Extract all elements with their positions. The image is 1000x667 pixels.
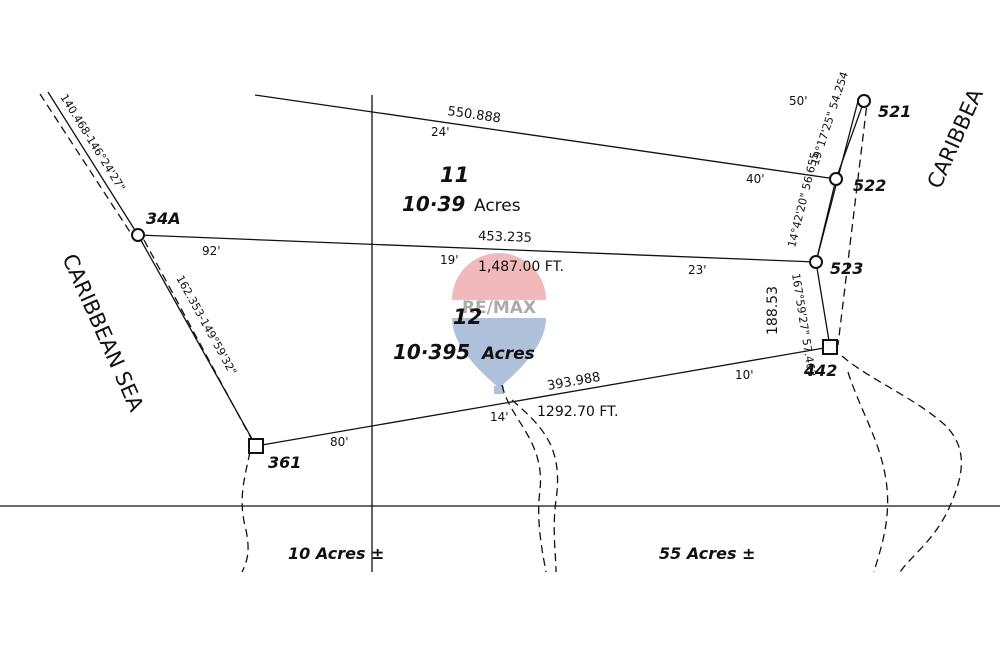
boundary-west-upper-line bbox=[47, 91, 139, 236]
shoreline-west-lower bbox=[143, 239, 253, 441]
caribbean-sea-east-label: CARIBBEA bbox=[923, 85, 988, 192]
distance-east-522-523: 14°42'20" 56.655 bbox=[785, 151, 821, 249]
distance-west-lower: 162.353-149°59'32" bbox=[173, 273, 239, 377]
monument-442-icon bbox=[822, 339, 838, 355]
monument-361-label: 361 bbox=[268, 453, 301, 472]
angle-24: 24' bbox=[431, 125, 450, 139]
monument-522-icon bbox=[829, 172, 843, 186]
monument-523-icon bbox=[809, 255, 823, 269]
lot-12-acres: 10·395 bbox=[393, 340, 470, 364]
distance-top: 550.888 bbox=[446, 104, 501, 126]
shoreline-south-361 bbox=[241, 451, 251, 573]
lot-11-number: 11 bbox=[440, 163, 469, 187]
shoreline-east-442 bbox=[841, 355, 963, 573]
angle-14: 14' bbox=[490, 410, 509, 424]
distance-middle: 453.235 bbox=[478, 229, 532, 246]
lot-12-acres-unit: Acres bbox=[480, 344, 535, 364]
shoreline-east-inner bbox=[847, 371, 889, 573]
lot-11-acres: 10·39 bbox=[402, 192, 465, 216]
boundary-bottom-line bbox=[255, 346, 831, 447]
parcel-left-acres: 10 Acres ± bbox=[288, 544, 384, 563]
lot-11-acres-unit: Acres bbox=[474, 196, 521, 216]
monument-34a-icon bbox=[131, 228, 145, 242]
angle-19: 19' bbox=[440, 253, 459, 267]
distance-bottom: 393.988 bbox=[546, 370, 602, 394]
boundary-east-523-442 bbox=[815, 261, 831, 348]
watercourse-right bbox=[511, 399, 559, 573]
boundary-west-line bbox=[137, 234, 257, 447]
angle-80: 80' bbox=[330, 435, 349, 449]
monument-442-label: 442 bbox=[803, 361, 837, 380]
monument-361-icon bbox=[248, 438, 264, 454]
boundary-middle-line bbox=[137, 234, 817, 263]
monument-521-label: 521 bbox=[878, 102, 911, 121]
angle-23: 23' bbox=[688, 263, 707, 277]
angle-92: 92' bbox=[202, 244, 221, 258]
boundary-top-line bbox=[254, 94, 837, 180]
lot-12-number: 12 bbox=[453, 305, 482, 329]
monument-34a-label: 34A bbox=[146, 209, 181, 228]
annotation-length-1292: 1292.70 FT. bbox=[537, 404, 619, 420]
shoreline-west-upper bbox=[39, 93, 131, 233]
angle-40: 40' bbox=[746, 172, 765, 186]
distance-west-upper: 140.468-146°24'27" bbox=[57, 92, 127, 194]
monument-521-icon bbox=[857, 94, 871, 108]
angle-10: 10' bbox=[735, 368, 754, 382]
remax-balloon-watermark bbox=[452, 253, 546, 394]
watercourse-left bbox=[501, 384, 547, 573]
angle-50: 50' bbox=[789, 94, 808, 108]
shoreline-east-upper bbox=[837, 94, 869, 346]
monument-522-label: 522 bbox=[853, 176, 886, 195]
annotation-length-188: 188.53 bbox=[765, 286, 781, 335]
caribbean-sea-west-label: CARIBBEAN SEA bbox=[57, 250, 148, 415]
distance-east-523-442: 167°59'27" 57.463 bbox=[789, 272, 818, 377]
monument-523-label: 523 bbox=[830, 259, 863, 278]
annotation-length-1487: 1,487.00 FT. bbox=[478, 259, 564, 275]
parcel-right-acres: 55 Acres ± bbox=[659, 544, 755, 563]
remax-watermark-text: RE/MAX bbox=[462, 298, 536, 318]
